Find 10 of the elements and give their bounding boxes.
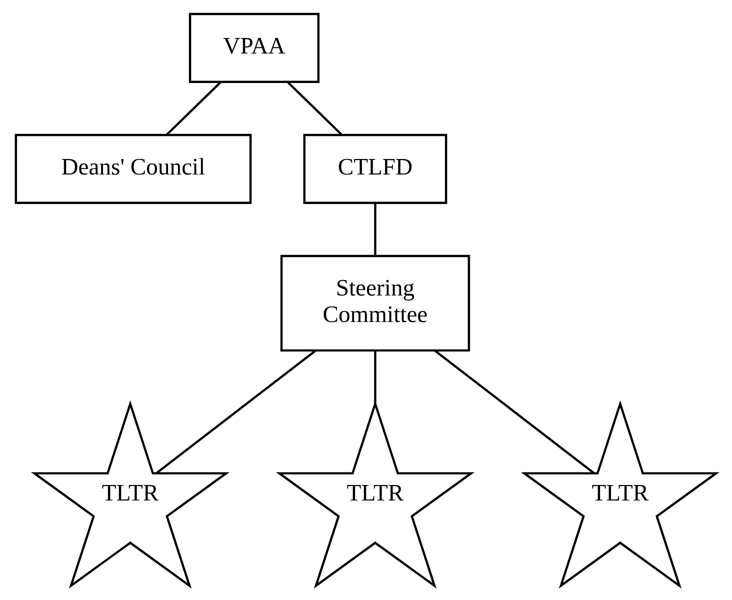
- connector: [287, 82, 342, 136]
- node-box: VPAA: [188, 12, 320, 83]
- connector: [374, 202, 376, 256]
- connector: [156, 350, 316, 474]
- connector: [166, 82, 222, 136]
- connector: [374, 350, 376, 404]
- connector: [434, 350, 594, 474]
- node-box: CTLFD: [303, 134, 448, 204]
- node-box: Steering Committee: [280, 254, 470, 352]
- node-box: Deans' Council: [14, 134, 252, 204]
